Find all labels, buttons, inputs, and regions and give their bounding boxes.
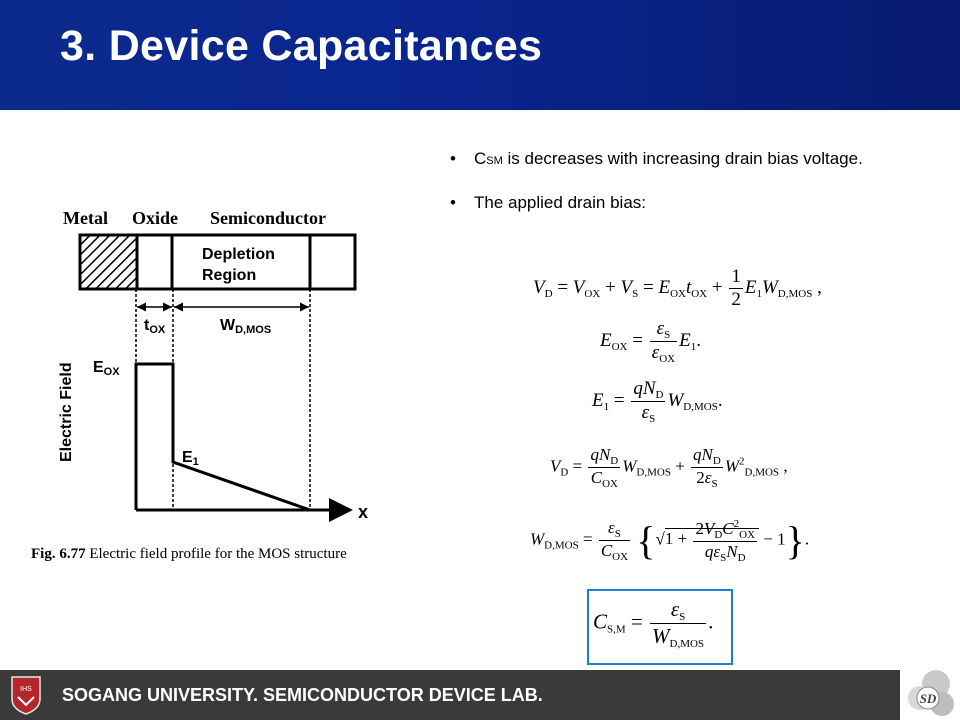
bullet-dot: •	[450, 193, 456, 212]
field-profile	[134, 362, 311, 512]
oxide-region	[135, 233, 174, 291]
y-axis-label: Electric Field	[58, 362, 75, 462]
oxide-label: Oxide	[132, 208, 178, 228]
title-bar: 3. Device Capacitances	[0, 0, 960, 110]
footer-text: SOGANG UNIVERSITY. SEMICONDUCTOR DEVICE …	[62, 685, 543, 705]
footer-bar: IHS SOGANG UNIVERSITY. SEMICONDUCTOR DEV…	[0, 670, 900, 720]
slide-title: 3. Device Capacitances	[60, 22, 543, 70]
tox-label: tOX	[144, 317, 166, 336]
depletion-label-2: Region	[202, 267, 256, 284]
highlighted-equation-box	[587, 589, 733, 665]
bullet-dot: •	[450, 149, 456, 168]
figure-caption: Fig. 6.77 Electric field profile for the…	[31, 546, 347, 562]
metal-label: Metal	[63, 208, 108, 228]
bulk-region	[308, 233, 357, 291]
bullet-list: • CSM is decreases with increasing drain…	[450, 148, 920, 234]
metal-region	[78, 233, 139, 291]
semiconductor-label: Semiconductor	[210, 208, 326, 228]
svg-text:SD: SD	[920, 691, 937, 706]
electric-field-figure: Metal Oxide Semiconductor Depletion Regi…	[31, 208, 368, 562]
bullet-drain-bias: • The applied drain bias:	[450, 193, 647, 212]
wd-label: WD,MOS	[220, 317, 271, 336]
x-axis-label: x	[358, 502, 368, 522]
lab-logo-icon: SD	[908, 670, 954, 716]
bullet-csm: • CSM is decreases with increasing drain…	[450, 149, 863, 168]
eox-label: EOX	[93, 359, 120, 378]
university-shield-icon: IHS	[11, 676, 41, 715]
svg-text:IHS: IHS	[20, 686, 32, 693]
depletion-region	[170, 233, 312, 291]
e1-label: E1	[182, 449, 199, 468]
depletion-label-1: Depletion	[202, 246, 275, 263]
